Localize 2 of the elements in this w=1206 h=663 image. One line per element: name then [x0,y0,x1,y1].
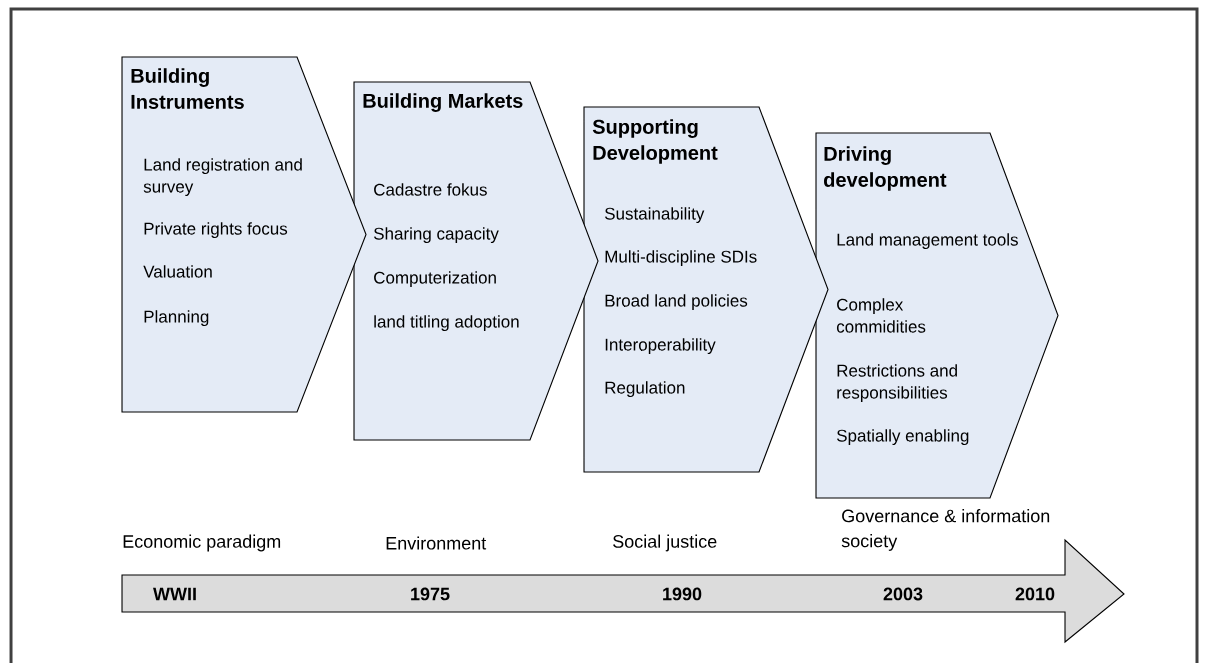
era-label: Environment [386,536,487,550]
chevron-box: Driving development Land management tools Complex commidities Restrictions and responsibilities Spatially enabling [815,132,1059,499]
